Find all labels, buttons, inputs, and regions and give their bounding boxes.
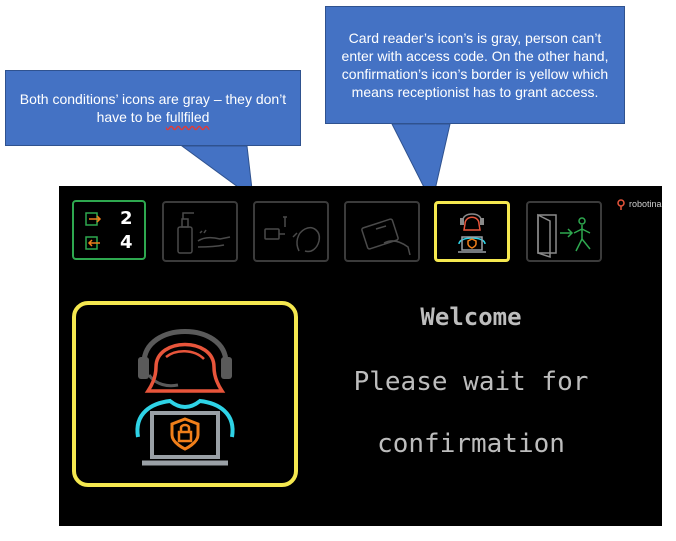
entry-count: 2: [120, 208, 133, 229]
brand-mark-icon: [617, 199, 625, 210]
condition-temperature-check[interactable]: [253, 201, 329, 262]
occupancy-counter: 2 4: [72, 200, 146, 260]
condition-card-reader[interactable]: [344, 201, 420, 262]
brand-name: robotina: [629, 199, 662, 209]
exit-door-person-icon: [537, 213, 591, 259]
wait-message-line2: confirmation: [377, 429, 565, 459]
entry-door-icon: [85, 212, 102, 226]
condition-exit-door[interactable]: [526, 201, 602, 262]
exit-door-icon: [85, 236, 100, 250]
exit-count-row: 4: [84, 234, 133, 252]
receptionist-icon: [458, 213, 486, 253]
card-reader-icon: [361, 218, 411, 256]
brand-logo: robotina: [616, 198, 662, 210]
exit-count: 4: [120, 232, 133, 253]
annotation-misspelled-word: fullfiled: [165, 109, 210, 125]
wait-message-line1: Please wait for: [353, 367, 589, 397]
annotation-conditions-text: Both conditions’ icons are gray – they d…: [16, 90, 290, 126]
receptionist-large-icon: [135, 329, 235, 466]
thermometer-icon: [264, 216, 321, 253]
annotation-callout-conditions: Both conditions’ icons are gray – they d…: [5, 70, 301, 146]
entry-count-row: 2: [84, 210, 133, 228]
annotation-card-reader-text: Card reader’s icon’s is gray, person can…: [341, 30, 609, 100]
condition-receptionist-confirmation[interactable]: [434, 201, 510, 262]
welcome-heading: Welcome: [420, 303, 522, 331]
kiosk-screen: 2 4: [59, 186, 662, 526]
annotation-callout-card-reader: Card reader’s icon’s is gray, person can…: [325, 6, 625, 124]
annotation-conditions-text-main: Both conditions’ icons are gray – they d…: [19, 91, 287, 125]
hand-sanitizer-icon: [177, 212, 231, 254]
main-receptionist-panel: [72, 301, 298, 487]
condition-hand-sanitizer[interactable]: [162, 201, 238, 262]
